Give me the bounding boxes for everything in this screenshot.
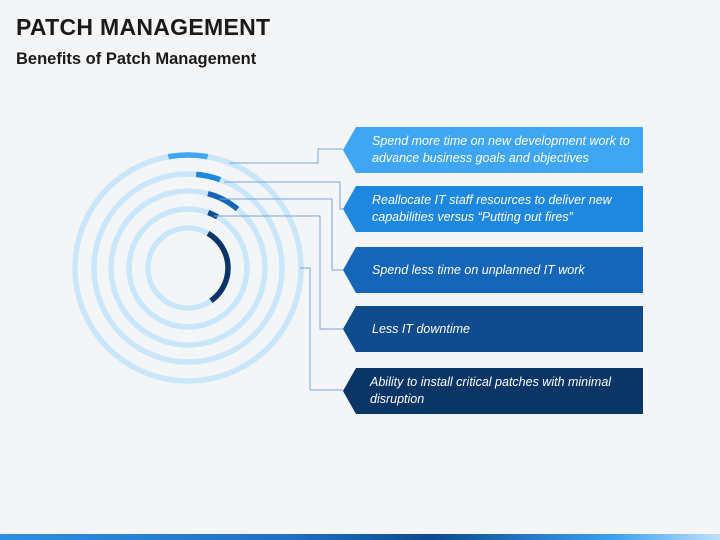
- ring-1-arc: [167, 152, 209, 160]
- benefit-3-text: Spend less time on unplanned IT work: [372, 262, 585, 277]
- ring-2-track: [91, 171, 285, 365]
- footer-gradient-bar: [0, 534, 720, 540]
- ring-4-track: [126, 206, 250, 330]
- connector-4: [214, 215, 343, 330]
- benefit-4-text: Less IT downtime: [372, 321, 470, 336]
- benefit-2-banner: [343, 186, 643, 232]
- connector-1: [229, 148, 343, 164]
- ring-2-arc: [195, 171, 222, 183]
- connector-3: [220, 198, 343, 271]
- page-title: PATCH MANAGEMENT: [16, 14, 271, 40]
- page-subtitle: Benefits of Patch Management: [16, 50, 257, 68]
- benefit-1-text: Spend more time on new development work …: [372, 134, 630, 165]
- benefit-5-banner: [343, 368, 643, 414]
- benefit-4-banner: [343, 306, 643, 352]
- ring-3-arc: [207, 190, 240, 212]
- ring-3-track: [108, 188, 268, 348]
- ring-5-arc: [206, 230, 231, 304]
- benefit-1-banner: [343, 127, 643, 173]
- benefit-2-text: Reallocate IT staff resources to deliver…: [372, 193, 612, 224]
- benefit-5-text: Ability to install critical patches with…: [370, 375, 612, 406]
- benefit-3-banner: [343, 247, 643, 293]
- connector-5: [300, 267, 343, 391]
- connector-2: [224, 181, 343, 210]
- ring-4-arc: [207, 209, 219, 220]
